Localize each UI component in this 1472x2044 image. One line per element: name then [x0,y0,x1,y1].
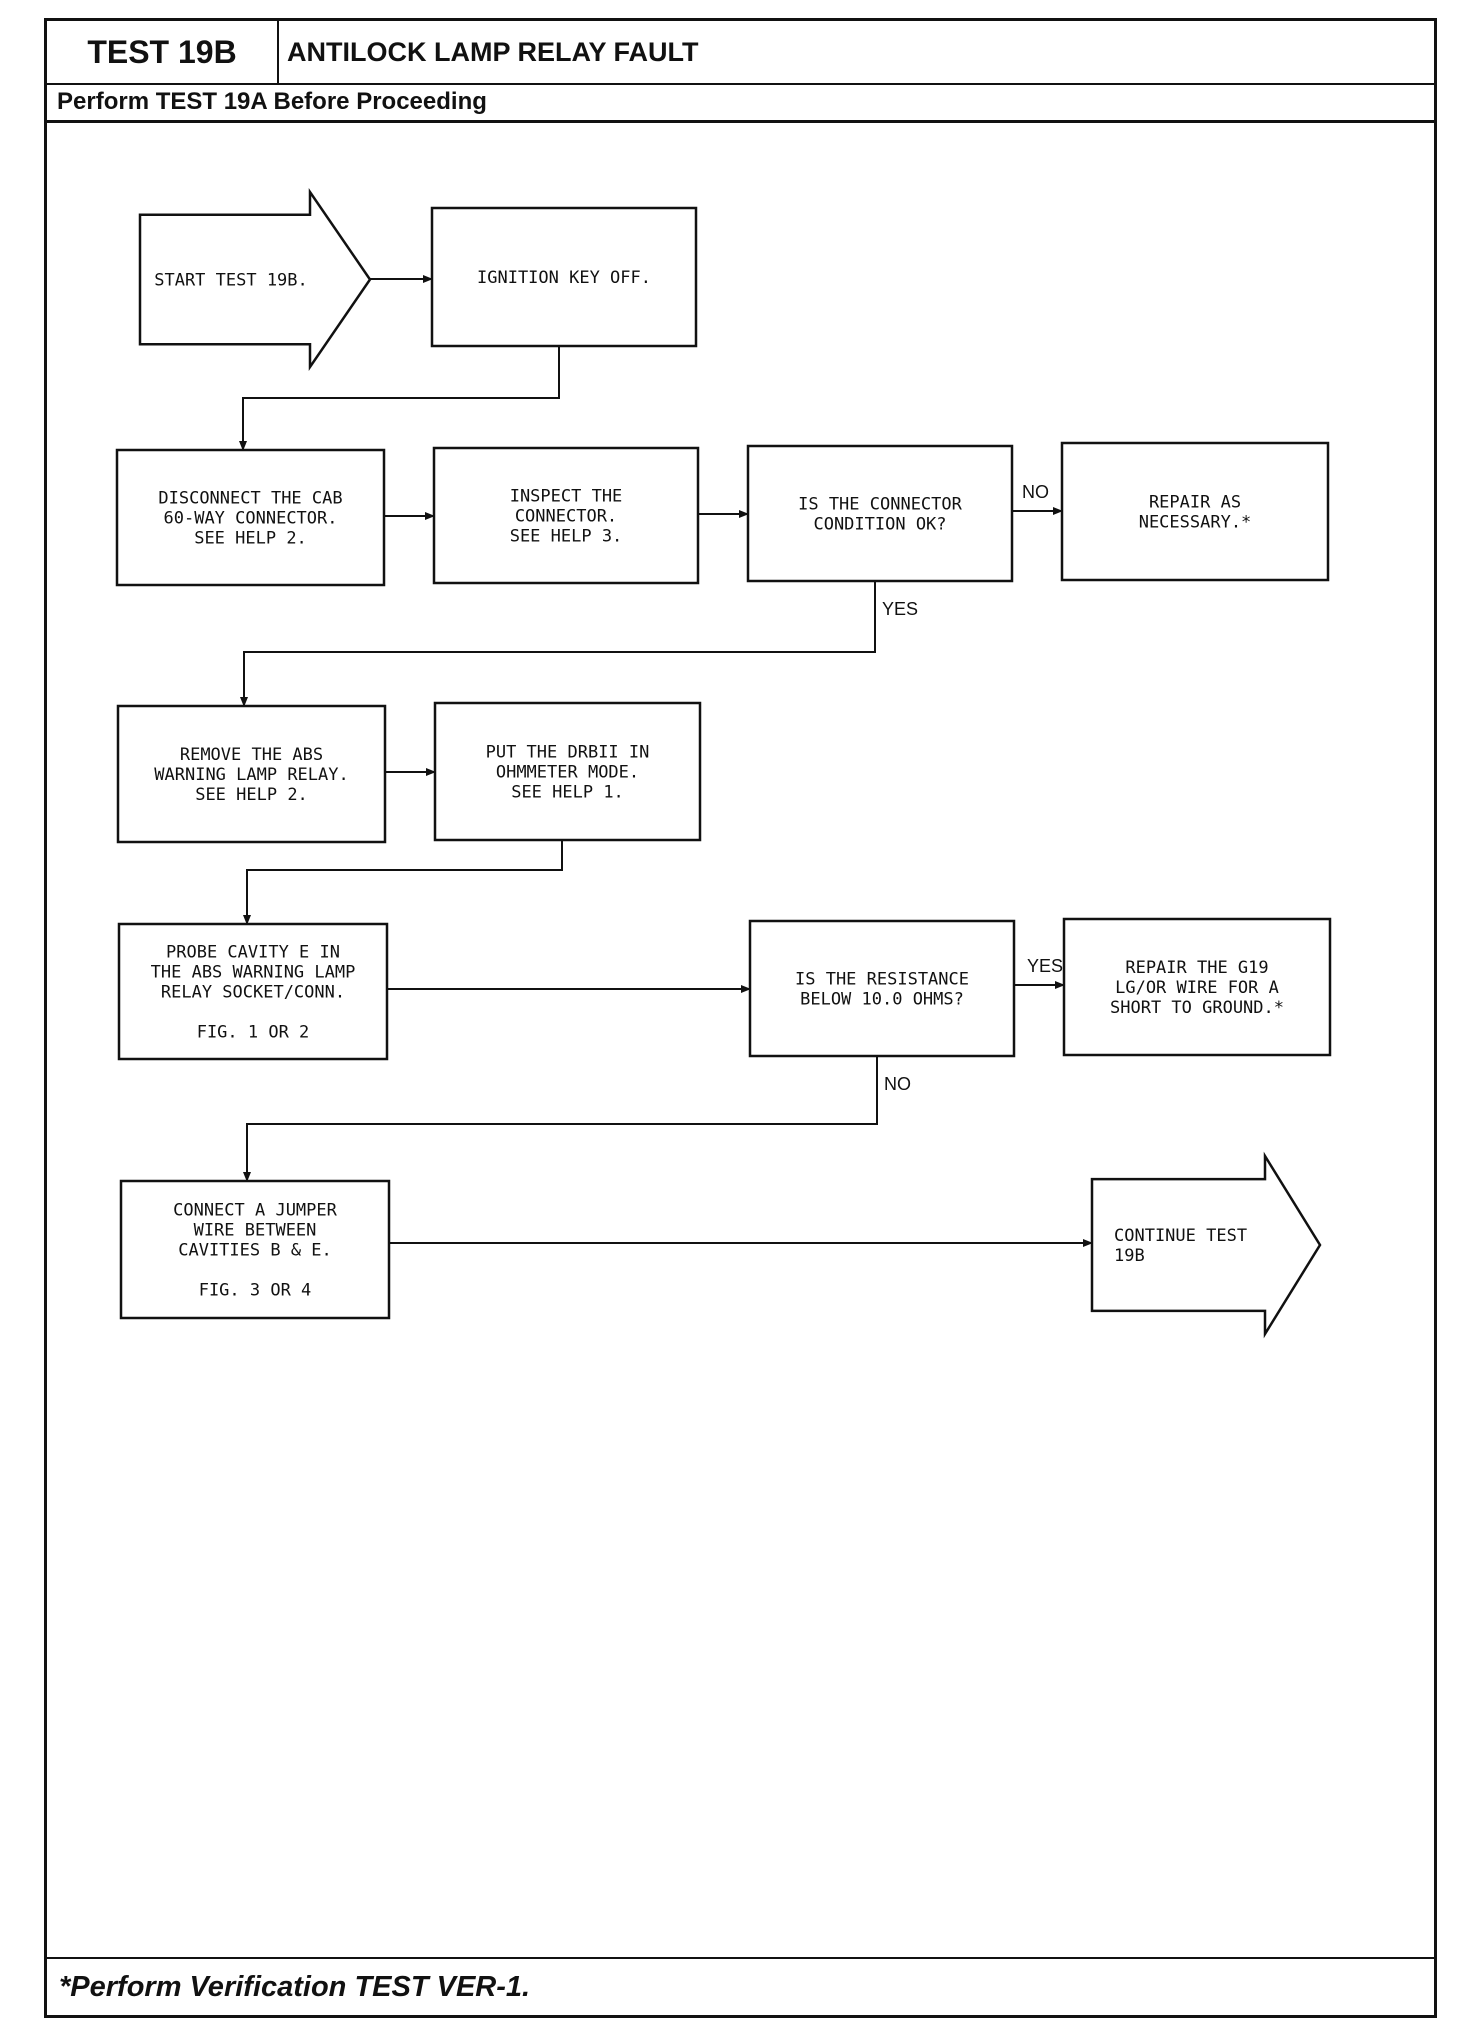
node-resistance-line-2: BELOW 10.0 OHMS? [800,990,964,1010]
node-inspect-box [432,446,700,585]
node-remove-relay-line-3: SEE HELP 2. [195,785,308,805]
node-remove-relay-line-2: WARNING LAMP RELAY. [154,765,348,785]
node-start: START TEST 19B. [138,187,372,372]
node-jumper-line-5: FIG. 3 OR 4 [199,1281,312,1301]
edge-resistance-no-to-jumper [243,1056,878,1182]
node-repair-nec-line-2: NECESSARY.* [1139,513,1252,533]
node-start-line-1: START TEST 19B. [154,271,308,291]
node-jumper-line-3: CAVITIES B & E. [178,1241,332,1261]
node-disconnect-line-3: SEE HELP 2. [194,529,307,549]
node-probe-line-2: THE ABS WARNING LAMP [151,963,356,983]
node-connector-ok-line-1: IS THE CONNECTOR [798,495,963,515]
node-repair-g19-box [1062,917,1332,1057]
node-drbii-line-2: OHMMETER MODE. [496,763,639,783]
node-disconnect-line-2: 60-WAY CONNECTOR. [164,509,338,529]
node-jumper-line-1: CONNECT A JUMPER [173,1201,338,1221]
node-ignition: IGNITION KEY OFF. [430,206,698,348]
flowchart-edges [239,275,1093,1247]
edge-label-resistance-yes: YES [1027,956,1063,976]
node-connector-ok-box [746,444,1014,583]
node-repair-nec-box [1060,441,1330,582]
node-resistance-box [748,919,1016,1058]
node-repair-g19-line-2: LG/OR WIRE FOR A [1115,978,1279,998]
node-remove-relay-line-1: REMOVE THE ABS [180,745,323,765]
test-sheet: TEST 19B ANTILOCK LAMP RELAY FAULT Perfo… [44,18,1437,2018]
test-id: TEST 19B [47,21,279,83]
test-title: ANTILOCK LAMP RELAY FAULT [287,37,699,67]
node-remove-relay-box [116,704,387,844]
node-inspect-line-3: SEE HELP 3. [510,527,623,547]
flowchart-edge-labels: NO YES YES NO [882,482,1063,1094]
header-bar: TEST 19B ANTILOCK LAMP RELAY FAULT [47,21,1434,85]
edge-ignition-to-disconnect [239,346,560,451]
node-start-arrow-shape [138,187,372,372]
edge-label-resistance-no: NO [884,1074,911,1094]
edge-label-connector-yes: YES [882,599,918,619]
node-continue-arrow-shape [1090,1151,1322,1339]
node-disconnect-box [115,448,386,587]
edge-connector-yes-to-remove [240,581,876,707]
node-resistance-line-1: IS THE RESISTANCE [795,970,969,990]
node-connector-ok-line-2: CONDITION OK? [813,515,946,535]
edge-label-connector-no: NO [1022,482,1049,502]
node-continue-line-2: 19B [1114,1246,1145,1266]
node-disconnect-line-1: DISCONNECT THE CAB [158,489,342,509]
node-continue-line-1: CONTINUE TEST [1114,1226,1247,1246]
node-drbii-line-3: SEE HELP 1. [511,783,624,803]
node-probe-line-5: FIG. 1 OR 2 [197,1023,310,1043]
node-drbii-box [433,701,702,842]
node-jumper-line-2: WIRE BETWEEN [194,1221,317,1241]
verification-footnote: *Perform Verification TEST VER-1. [47,1957,1434,2015]
node-probe-line-1: PROBE CAVITY E IN [166,943,340,963]
node-repair-nec-line-1: REPAIR AS [1149,493,1241,513]
node-jumper-box [119,1179,391,1320]
prerequisite-note: Perform TEST 19A Before Proceeding [47,85,1434,123]
edge-drbii-to-probe [243,840,563,925]
flowchart-nodes: START TEST 19B. IGNITION KEY OFF. DISCONNE… [115,187,1332,1339]
node-repair-g19-line-1: REPAIR THE G19 [1125,958,1268,978]
node-drbii-line-1: PUT THE DRBII IN [486,743,650,763]
node-probe-line-3: RELAY SOCKET/CONN. [161,983,345,1003]
node-inspect-line-1: INSPECT THE [510,487,623,507]
node-ignition-box [430,206,698,348]
node-inspect-line-2: CONNECTOR. [515,507,617,527]
node-probe-box [117,922,389,1061]
node-repair-g19-line-3: SHORT TO GROUND.* [1110,998,1284,1018]
node-ignition-line-1: IGNITION KEY OFF. [477,268,651,288]
